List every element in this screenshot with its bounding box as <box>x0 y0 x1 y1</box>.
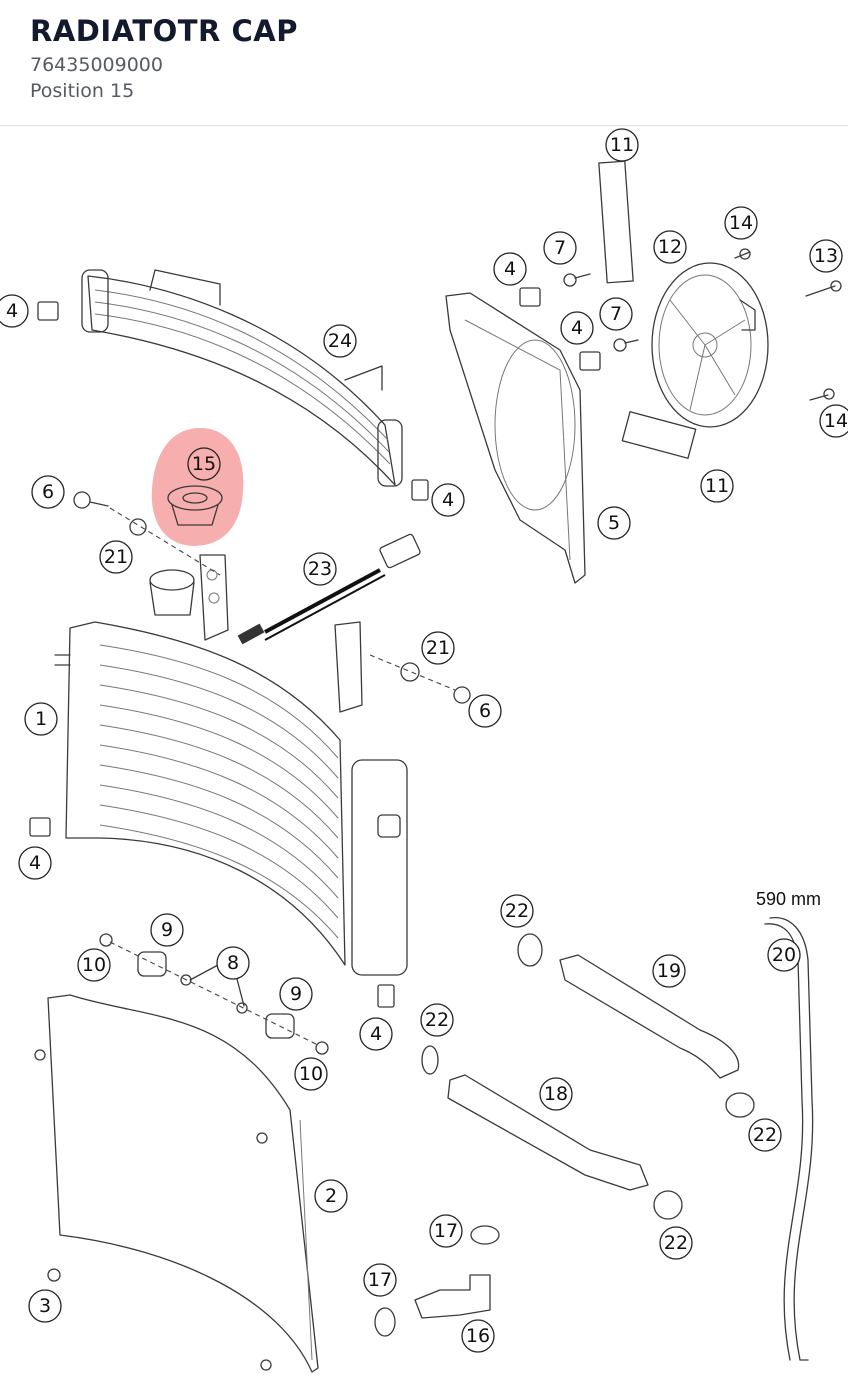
svg-text:4: 4 <box>504 258 516 280</box>
part-number: 76435009000 <box>30 54 163 76</box>
svg-text:3: 3 <box>39 1295 51 1317</box>
callout-14[interactable]: 14 <box>724 206 758 240</box>
cover-panel-part <box>34 994 319 1373</box>
svg-text:21: 21 <box>104 546 128 568</box>
svg-text:22: 22 <box>505 900 529 922</box>
bracket-lower-part <box>621 411 697 459</box>
hose-length-note: 590 mm <box>756 889 821 909</box>
svg-text:4: 4 <box>571 317 583 339</box>
callout-1[interactable]: 1 <box>24 702 58 736</box>
callout-22[interactable]: 22 <box>500 894 534 928</box>
fan-shroud-part <box>445 292 586 584</box>
svg-text:23: 23 <box>308 558 332 580</box>
header: RADIATOTR CAP 76435009000 Position 15 <box>0 0 848 126</box>
svg-text:18: 18 <box>544 1083 568 1105</box>
svg-text:10: 10 <box>299 1063 323 1085</box>
callout-24[interactable]: 24 <box>323 324 357 358</box>
svg-text:24: 24 <box>328 330 352 352</box>
coolant-hoses <box>414 917 814 1361</box>
upper-cooler-part <box>81 269 403 487</box>
callout-12[interactable]: 12 <box>653 230 687 264</box>
callout-2[interactable]: 2 <box>314 1179 348 1213</box>
svg-text:6: 6 <box>42 481 54 503</box>
svg-text:17: 17 <box>368 1269 392 1291</box>
svg-text:7: 7 <box>554 237 566 259</box>
svg-text:6: 6 <box>479 700 491 722</box>
svg-text:21: 21 <box>426 637 450 659</box>
callout-17[interactable]: 17 <box>429 1214 463 1248</box>
svg-text:5: 5 <box>608 512 620 534</box>
svg-text:22: 22 <box>664 1232 688 1254</box>
callout-4[interactable]: 4 <box>560 311 594 345</box>
svg-text:20: 20 <box>772 944 796 966</box>
svg-text:8: 8 <box>227 952 239 974</box>
hose-clamps <box>374 933 755 1337</box>
callout-6[interactable]: 6 <box>31 475 65 509</box>
callout-7[interactable]: 7 <box>543 231 577 265</box>
svg-text:4: 4 <box>370 1023 382 1045</box>
callout-22[interactable]: 22 <box>748 1118 782 1152</box>
callout-11[interactable]: 11 <box>700 469 734 503</box>
callout-4[interactable]: 4 <box>359 1017 393 1051</box>
callout-4[interactable]: 4 <box>18 846 52 880</box>
svg-text:22: 22 <box>753 1124 777 1146</box>
svg-text:7: 7 <box>610 303 622 325</box>
callout-3[interactable]: 3 <box>28 1289 62 1323</box>
callout-19[interactable]: 19 <box>652 954 686 988</box>
svg-text:22: 22 <box>425 1009 449 1031</box>
callout-4[interactable]: 4 <box>431 483 465 517</box>
callout-13[interactable]: 13 <box>809 239 843 273</box>
exploded-parts-diagram: 590 mm 11 14 12 13 7 4 7 4 4 24 14 15 6 … <box>0 128 848 1373</box>
mounting-rubber-parts <box>99 933 329 1055</box>
callout-14[interactable]: 14 <box>819 404 848 438</box>
callout-8[interactable]: 8 <box>216 946 250 980</box>
bracket-upper-part <box>598 160 634 284</box>
svg-text:4: 4 <box>6 300 18 322</box>
small-hardware <box>29 248 842 1008</box>
page-title: RADIATOTR CAP <box>30 14 298 48</box>
callout-5[interactable]: 5 <box>597 506 631 540</box>
svg-text:10: 10 <box>82 954 106 976</box>
svg-text:1: 1 <box>35 708 47 730</box>
sensor-cable-part <box>237 533 421 645</box>
callout-21[interactable]: 21 <box>99 540 133 574</box>
svg-text:11: 11 <box>610 134 634 156</box>
callout-22[interactable]: 22 <box>420 1003 454 1037</box>
callout-23[interactable]: 23 <box>303 552 337 586</box>
svg-text:9: 9 <box>161 919 173 941</box>
svg-text:15: 15 <box>192 453 216 475</box>
callout-16[interactable]: 16 <box>461 1319 495 1353</box>
svg-text:16: 16 <box>466 1325 490 1347</box>
svg-text:17: 17 <box>434 1220 458 1242</box>
callout-9[interactable]: 9 <box>150 913 184 947</box>
callout-10[interactable]: 10 <box>77 948 111 982</box>
radiator-part <box>54 554 408 976</box>
callout-17[interactable]: 17 <box>363 1263 397 1297</box>
callout-22[interactable]: 22 <box>659 1226 693 1260</box>
callout-20[interactable]: 20 <box>767 938 801 972</box>
callout-6[interactable]: 6 <box>468 694 502 728</box>
callout-9[interactable]: 9 <box>279 977 313 1011</box>
svg-text:9: 9 <box>290 983 302 1005</box>
callout-11[interactable]: 11 <box>605 128 639 162</box>
svg-text:12: 12 <box>658 236 682 258</box>
svg-text:2: 2 <box>325 1185 337 1207</box>
svg-text:4: 4 <box>29 852 41 874</box>
svg-text:4: 4 <box>442 489 454 511</box>
radiator-cap-highlight[interactable] <box>151 428 244 546</box>
callout-7[interactable]: 7 <box>599 297 633 331</box>
svg-text:19: 19 <box>657 960 681 982</box>
callout-15[interactable]: 15 <box>187 447 221 481</box>
svg-text:14: 14 <box>729 212 753 234</box>
callout-21[interactable]: 21 <box>421 631 455 665</box>
callout-10[interactable]: 10 <box>294 1057 328 1091</box>
svg-text:13: 13 <box>814 245 838 267</box>
callout-4[interactable]: 4 <box>493 252 527 286</box>
svg-text:11: 11 <box>705 475 729 497</box>
fan-part <box>651 262 769 428</box>
position-label: Position 15 <box>30 80 135 102</box>
svg-text:14: 14 <box>824 410 848 432</box>
callout-18[interactable]: 18 <box>539 1077 573 1111</box>
callout-4[interactable]: 4 <box>0 294 29 328</box>
